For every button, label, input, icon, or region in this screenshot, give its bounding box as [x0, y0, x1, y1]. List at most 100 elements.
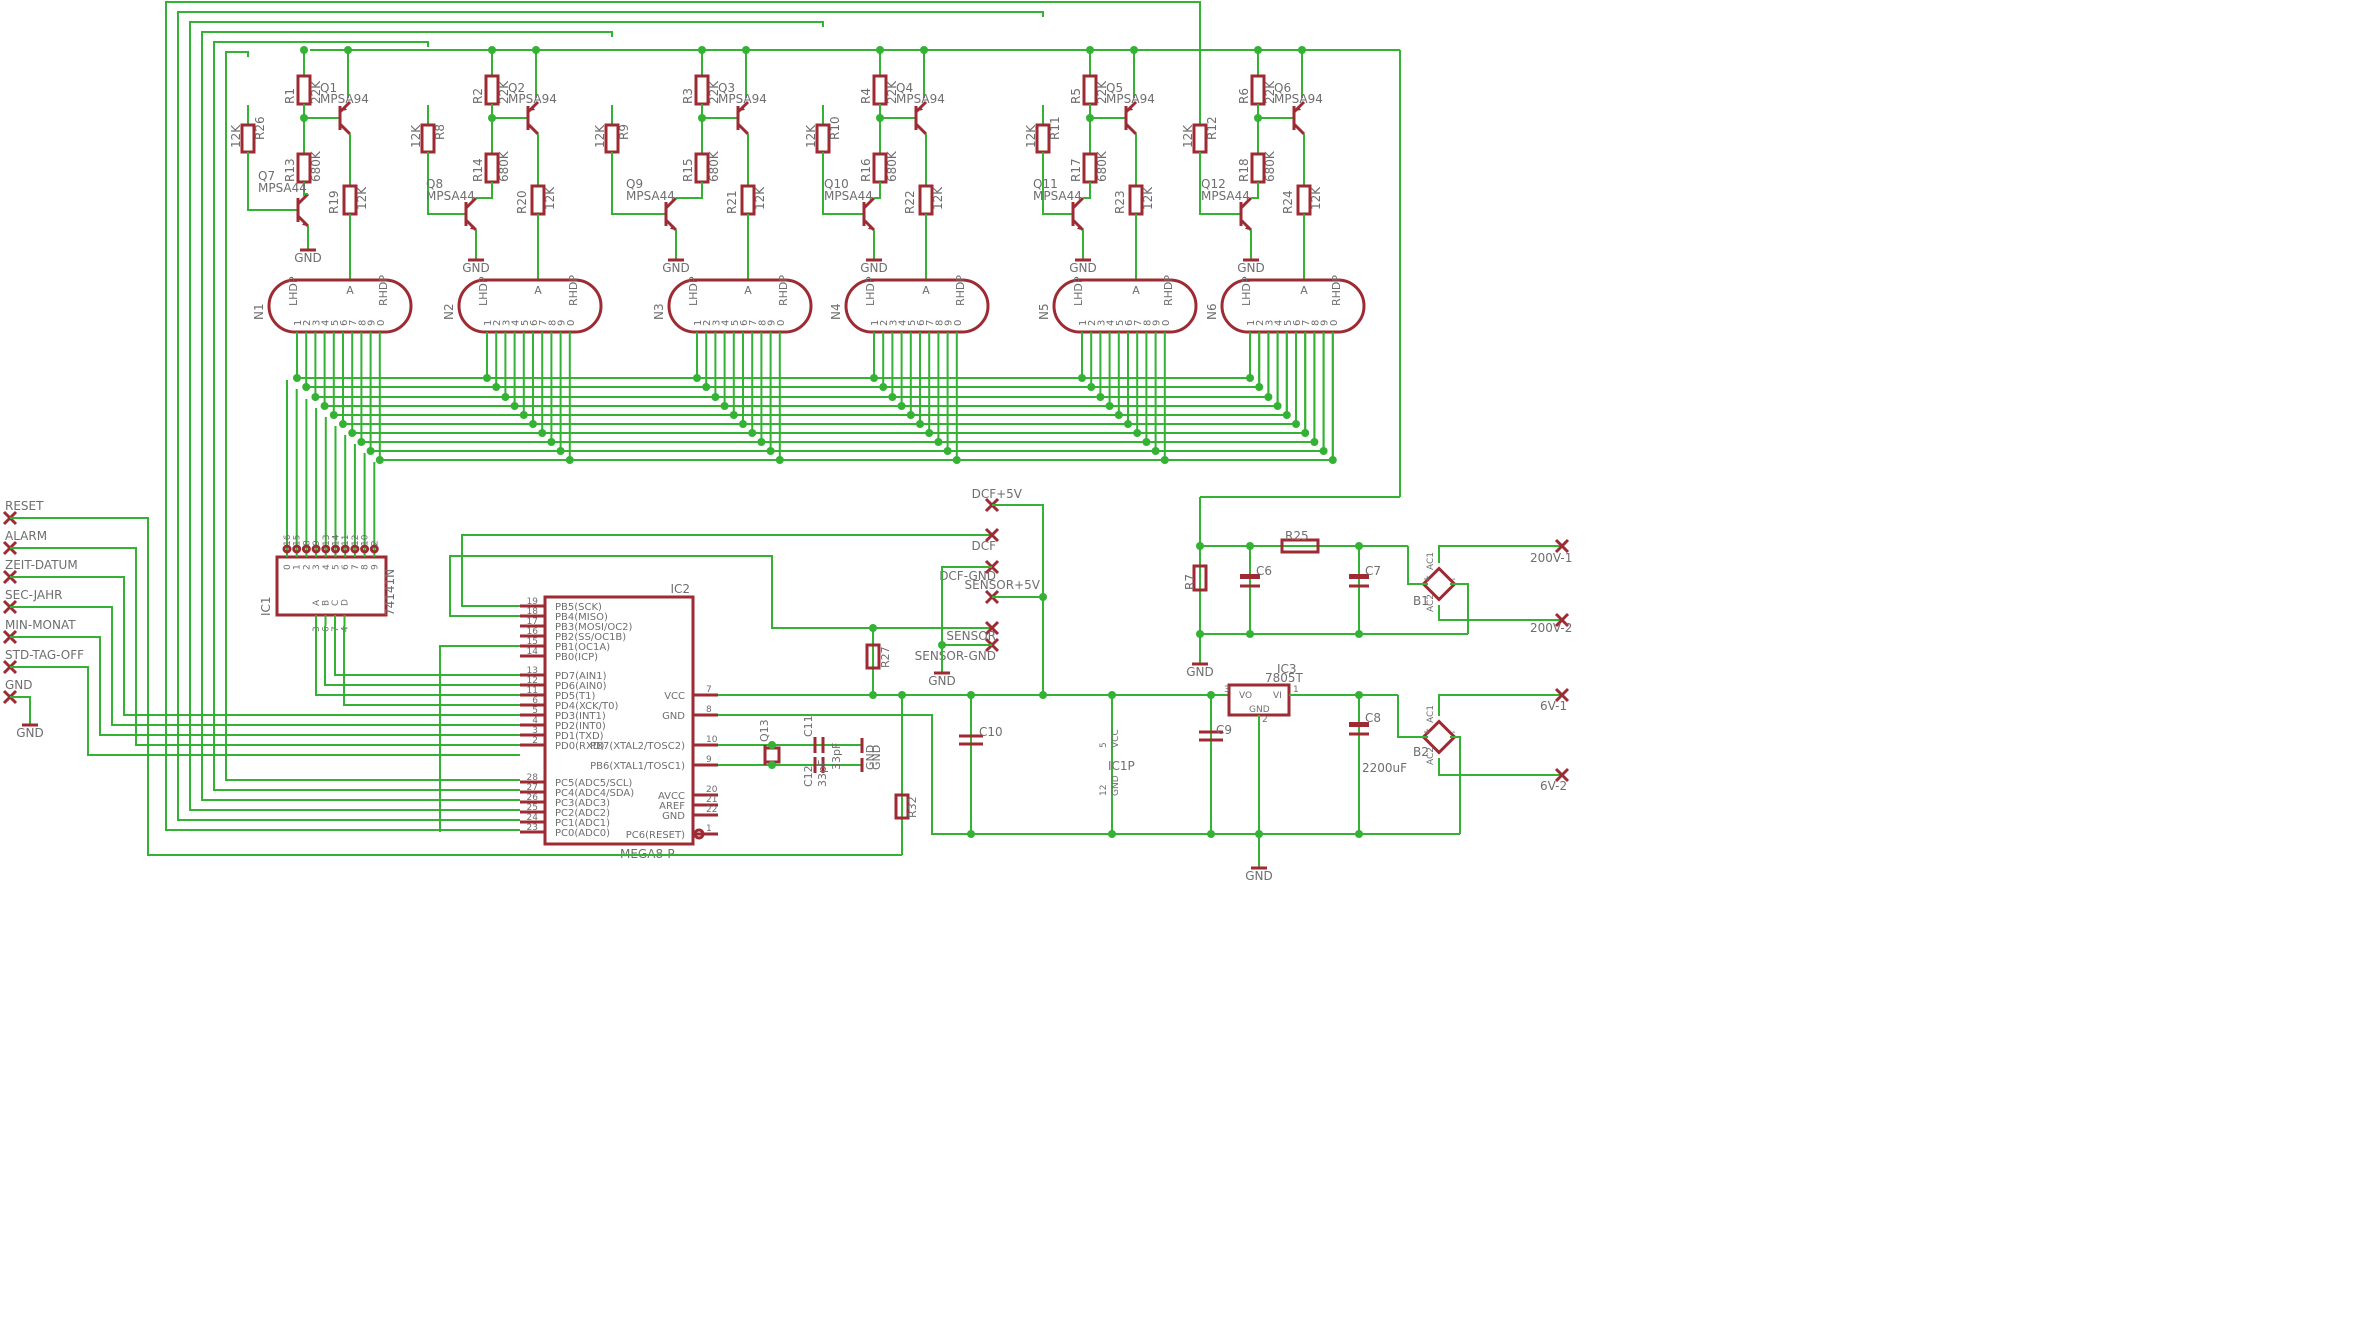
- ic2-pin-number: 6: [532, 696, 538, 706]
- junction-dot: [876, 46, 884, 54]
- divider-res-value: 680K: [1095, 150, 1109, 182]
- pnp-transistor-1-arrow: [529, 106, 535, 111]
- ic2-pin-number: 24: [527, 813, 539, 823]
- tube-pin-number: 8: [757, 320, 768, 326]
- ic2-pin-name: AREF: [659, 801, 685, 812]
- connector-port-1: [984, 527, 1000, 543]
- bridge-rectifier-b1: [1421, 566, 1457, 602]
- junction-dot: [898, 691, 906, 699]
- b2-minus-lead: [1450, 736, 1461, 834]
- ic2-pin-number: 17: [527, 617, 538, 627]
- junction-dot: [869, 624, 877, 632]
- junction-dot: [532, 46, 540, 54]
- button-port-label: MIN-MONAT: [5, 618, 76, 632]
- junction-dot: [1207, 691, 1215, 699]
- gnd-label: GND: [462, 261, 490, 275]
- ic1-output-name: 5: [332, 564, 342, 570]
- junction-dot: [1086, 114, 1094, 122]
- b2-minus-label: -: [1452, 727, 1456, 738]
- b2-ac2-label: AC2: [1426, 747, 1436, 765]
- ic3-pin-gnd: 2: [1262, 715, 1268, 725]
- junction-dot: [300, 114, 308, 122]
- ic1-input-pin-number: 4: [341, 626, 351, 632]
- hv-port1-label: 200V-1: [1530, 551, 1572, 565]
- tube-lhdp-label: LHDP: [687, 276, 700, 306]
- divider-res-value: 680K: [707, 150, 721, 182]
- pnp-transistor-3-arrow: [917, 106, 923, 111]
- junction-dot: [1130, 46, 1138, 54]
- ic1-pin-number: 12: [351, 535, 361, 546]
- c9-label: C9: [1216, 723, 1232, 737]
- tube-pin-number: 3: [1096, 320, 1107, 326]
- crystal-ref: Q13: [758, 719, 771, 742]
- ic2-pin-number: 4: [532, 716, 538, 726]
- tube-pin-number: 0: [376, 320, 387, 326]
- c6-label: C6: [1256, 564, 1272, 578]
- c12-value: 33pF: [816, 760, 829, 787]
- pnp-ref-label: Q5: [1106, 81, 1123, 95]
- hv-gnd-label: GND: [1186, 665, 1214, 679]
- ic2-pin-name: PB1(OC1A): [555, 642, 610, 653]
- ic2-pin-number: 28: [527, 773, 539, 783]
- ic1-input-name: C: [331, 600, 341, 606]
- pnp-part-label: MPSA94: [1274, 92, 1323, 106]
- r7-label: R7: [1183, 574, 1197, 590]
- ic1-pin-bubble: [321, 544, 331, 554]
- tube-pin-number: 8: [1142, 320, 1153, 326]
- ic2-pin-name: PB6(XTAL1/TOSC1): [590, 761, 685, 772]
- npn-base-wire-0: [247, 152, 298, 211]
- pnp-ref-label: Q2: [508, 81, 525, 95]
- tube-pin-number: 7: [748, 320, 759, 326]
- c11-label: C11: [802, 715, 815, 737]
- npn-transistor-3-arrow: [868, 225, 874, 230]
- ic2-pin-name: PC2(ADC2): [555, 808, 610, 819]
- anode-res-ref: R21: [725, 190, 739, 214]
- npn-ref-label: Q11: [1033, 177, 1058, 191]
- b1-minus-label: -: [1452, 574, 1456, 585]
- c12-label: C12: [802, 765, 815, 787]
- base-res-ref: R2: [471, 88, 485, 104]
- input-res-ref: R8: [433, 124, 447, 140]
- pnp-ref-label: Q6: [1274, 81, 1291, 95]
- b2-plus-lead: [1397, 695, 1428, 738]
- base-res-ref: R4: [859, 88, 873, 104]
- ic1-pin-bubble: [331, 544, 340, 554]
- tube-pin-number: 9: [1152, 320, 1163, 326]
- cap-c12: [813, 737, 825, 753]
- junction-dot: [1246, 542, 1254, 550]
- tube-pin-number: 1: [483, 320, 494, 326]
- tube-pin-number: 9: [944, 320, 955, 326]
- ic2-pin-name: PB3(MOSI/OC2): [555, 622, 633, 633]
- ic1-pin-number: 10: [361, 534, 371, 546]
- tube-pin-number: 5: [520, 320, 531, 326]
- tube-pin-number: 6: [1292, 320, 1303, 326]
- c11-value: 33pF: [830, 743, 843, 770]
- ic1p-vcc: VCC: [1111, 729, 1121, 748]
- alarm-line: [10, 547, 520, 746]
- ic1-pin-number: 2: [370, 540, 380, 546]
- ic2-pin-number: 26: [527, 793, 539, 803]
- junction-dot: [1086, 46, 1094, 54]
- tube-ref: N3: [652, 303, 666, 320]
- base-res-value: 22K: [1263, 80, 1277, 104]
- input-res-ref: R26: [253, 116, 267, 140]
- pnp-part-label: MPSA94: [1106, 92, 1155, 106]
- npn-transistor-0-arrow: [302, 221, 308, 226]
- ic1-pin-number: 8: [302, 540, 312, 546]
- ic1-output-name: 8: [361, 564, 371, 570]
- npn-transistor-5-arrow: [1245, 225, 1251, 230]
- ic2-pin-name: AVCC: [658, 791, 685, 802]
- ic1-output-name: 4: [322, 564, 332, 570]
- tube-pin-number: 2: [1087, 320, 1098, 326]
- ic2-pin-number: 2: [532, 736, 538, 746]
- c8-label: C8: [1365, 711, 1381, 725]
- ic1-body: [275, 555, 388, 617]
- tube-pin-number: 2: [879, 320, 890, 326]
- junction-dot: [1108, 830, 1116, 838]
- tube-pin-number: 4: [511, 320, 522, 326]
- junction-dot: [1108, 691, 1116, 699]
- ic1p-gnd-pin: 12: [1099, 785, 1109, 796]
- tube-pin-number: 0: [1161, 320, 1172, 326]
- c6: [1240, 574, 1260, 579]
- pnp-part-label: MPSA94: [320, 92, 369, 106]
